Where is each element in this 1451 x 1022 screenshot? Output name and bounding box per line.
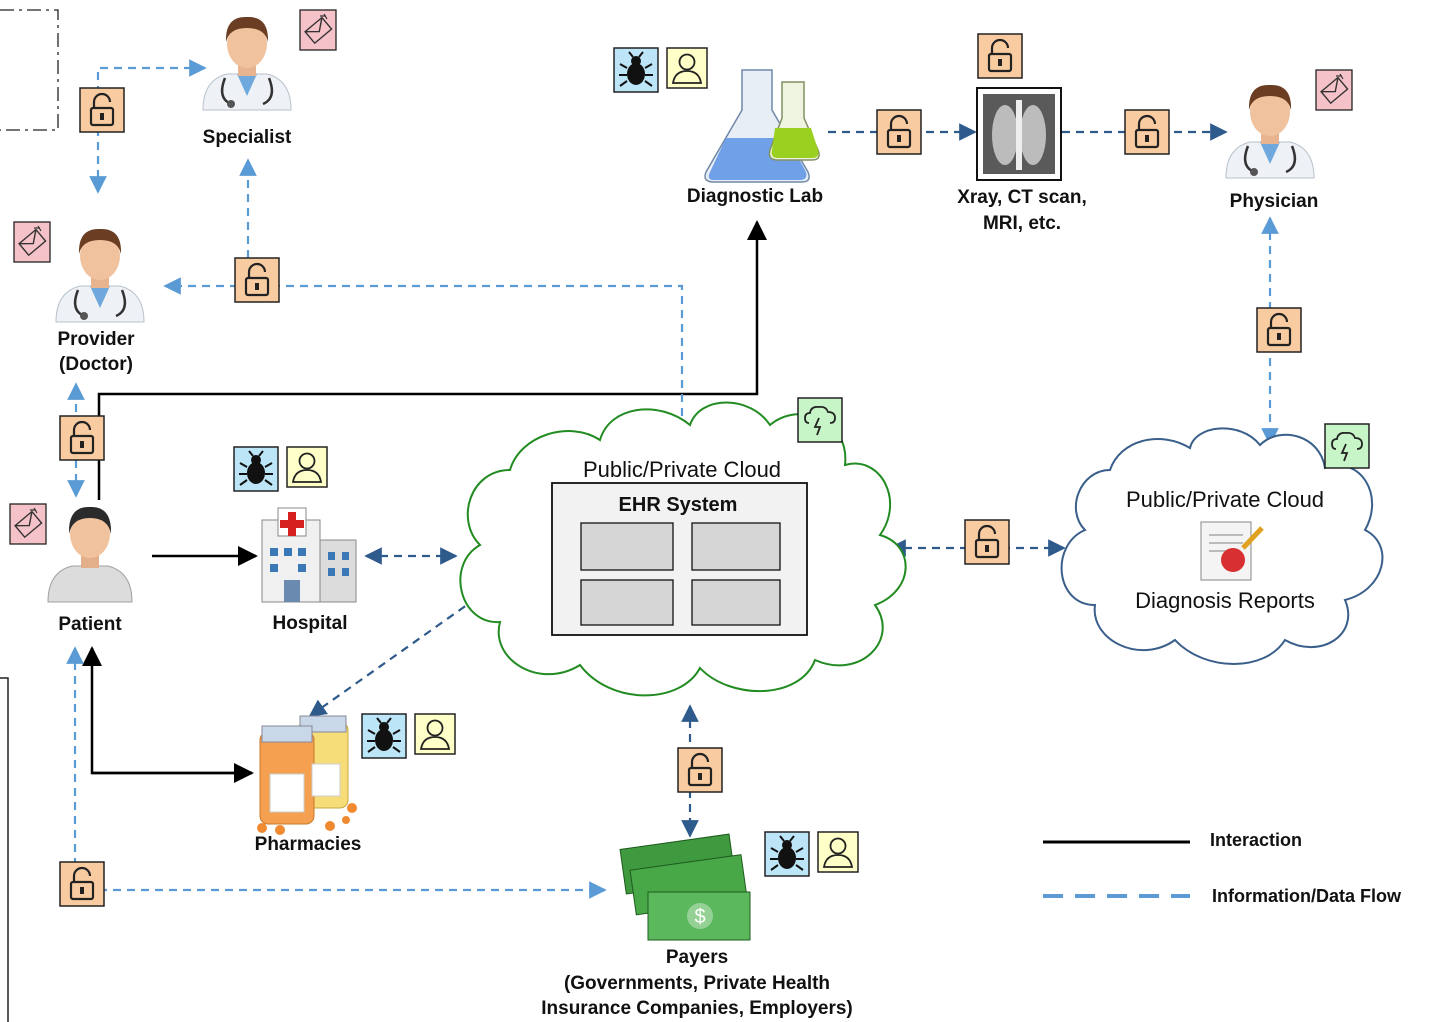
report-icon [1200, 521, 1264, 581]
lock-icon [963, 518, 1011, 566]
patient-label: Patient [58, 614, 122, 635]
user-icon [414, 713, 456, 755]
diag-cloud-title: Public/Private Cloud [1126, 487, 1324, 512]
lock-icon [58, 414, 106, 462]
lock-icon [1255, 306, 1303, 354]
storm-cloud-icon [1324, 423, 1370, 469]
diagnosis-cloud: Public/Private Cloud Diagnosis Reports [1060, 427, 1384, 665]
bug-icon [613, 47, 659, 93]
diagnostic-lab-label: Diagnostic Lab [687, 186, 823, 207]
patient-figure: Patient [47, 506, 133, 635]
diagnostic-lab-icon: Diagnostic Lab [687, 69, 823, 207]
payers-label-line2: (Governments, Private Health [564, 973, 830, 994]
legend-data-flow-label: Information/Data Flow [1212, 886, 1402, 906]
ehr-cloud-title: Public/Private Cloud [583, 457, 781, 482]
patient-pharmacy-line [82, 646, 252, 775]
specialist-label: Specialist [203, 127, 292, 148]
mail-icon [299, 9, 337, 51]
hospital-label: Hospital [273, 613, 348, 634]
physician-label: Physician [1230, 191, 1319, 212]
xray-icon: Xray, CT scan, MRI, etc. [957, 87, 1087, 234]
payers-label-line1: Payers [666, 947, 728, 968]
ehr-module-1 [580, 522, 674, 571]
pharmacy-icon: Pharmacies [255, 715, 362, 855]
ehr-cloud: Public/Private Cloud EHR System [459, 401, 907, 697]
pharmacies-label: Pharmacies [255, 834, 362, 855]
physician-figure: Physician [1224, 83, 1319, 212]
payers-icon: $ Payers (Governments, Private Health In… [541, 833, 853, 1019]
lock-icon [78, 86, 126, 134]
dollar-icon: $ [694, 906, 705, 928]
bug-icon [233, 446, 279, 492]
legend: Interaction Information/Data Flow [1043, 830, 1402, 906]
provider-label-line2: (Doctor) [59, 354, 133, 375]
ehr-module-3 [580, 579, 674, 626]
provider-figure: Provider (Doctor) [54, 227, 146, 375]
provider-label-line1: Provider [57, 329, 135, 350]
imaging-label-line1: Xray, CT scan, [957, 187, 1087, 208]
legend-interaction-label: Interaction [1210, 830, 1302, 850]
user-icon [666, 47, 708, 89]
lock-icon [233, 256, 281, 304]
frame-border [0, 9, 59, 131]
lock-icon [976, 32, 1024, 80]
mail-icon [13, 221, 51, 263]
mail-icon [9, 503, 47, 545]
storm-cloud-icon [797, 397, 843, 443]
lock-icon [1123, 108, 1171, 156]
lock-icon [875, 108, 923, 156]
bug-icon [764, 831, 810, 877]
payers-label-line3: Insurance Companies, Employers) [541, 998, 853, 1019]
imaging-label-line2: MRI, etc. [983, 213, 1061, 234]
ehr-system-title: EHR System [619, 494, 738, 516]
specialist-figure: Specialist [201, 15, 293, 148]
diag-reports-label: Diagnosis Reports [1135, 588, 1315, 613]
bug-icon [361, 713, 407, 759]
mail-icon [1315, 69, 1353, 111]
ehr-module-2 [691, 522, 781, 571]
lock-icon [58, 860, 106, 908]
left-border-line [0, 677, 9, 1022]
user-icon [817, 831, 859, 873]
user-icon [286, 446, 328, 488]
ehr-module-4 [691, 579, 781, 626]
hospital-icon: Hospital [261, 507, 357, 634]
lock-icon [676, 746, 724, 794]
